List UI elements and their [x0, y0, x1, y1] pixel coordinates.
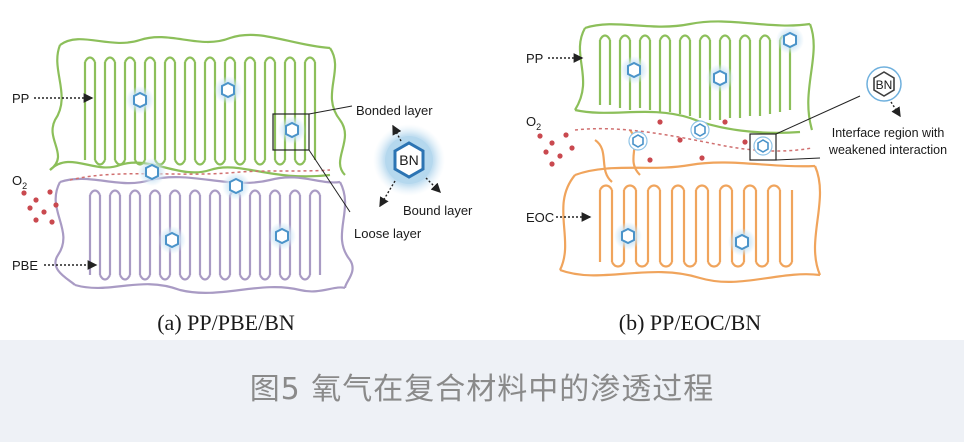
pbe-lamella-a — [54, 176, 354, 294]
bn-enlarged-a — [373, 124, 445, 196]
bn-particles-b — [614, 26, 804, 256]
pp-label-a: PP — [12, 91, 29, 106]
bonded-layer-label: Bonded layer — [356, 103, 433, 118]
eoc-lamella-b — [559, 129, 822, 283]
o2-dots-a — [21, 189, 59, 225]
pp-label-b: PP — [526, 51, 543, 66]
bn-enlarged-label-b: BN — [876, 78, 893, 92]
o2-label-b: O2 — [526, 114, 541, 132]
bn-enlarged-b — [866, 66, 902, 102]
caption-band — [0, 340, 964, 442]
figure-caption: 图5 氧气在复合材料中的渗透过程 — [249, 372, 715, 407]
bn-particles-a — [126, 76, 306, 254]
figure: BN Bonded layer Bound layer Loose layer … — [12, 20, 948, 335]
diagram-svg: BN Bonded layer Bound layer Loose layer … — [12, 20, 947, 335]
o2-path-b — [574, 127, 813, 152]
panel-b: BN Interface region with weakened intera… — [526, 20, 947, 335]
subtitle-a: (a) PP/PBE/BN — [157, 310, 295, 335]
subtitle-b: (b) PP/EOC/BN — [619, 310, 762, 335]
loose-layer-label: Loose layer — [354, 226, 422, 241]
interface-label-line2: weakened interaction — [828, 143, 947, 157]
zoom-box-a — [272, 113, 310, 151]
o2-path-a — [69, 169, 331, 181]
zoom-box-b — [749, 133, 777, 161]
o2-label-a: O2 — [12, 173, 27, 191]
o2-dots-b — [537, 119, 748, 167]
eoc-label-b: EOC — [526, 210, 554, 225]
pbe-label-a: PBE — [12, 258, 38, 273]
bn-enlarged-label-a: BN — [399, 152, 418, 168]
pp-lamella-a — [49, 33, 347, 178]
panel-a: BN Bonded layer Bound layer Loose layer … — [12, 33, 473, 335]
interface-label-line1: Interface region with — [832, 126, 945, 140]
bound-layer-label: Bound layer — [403, 203, 473, 218]
